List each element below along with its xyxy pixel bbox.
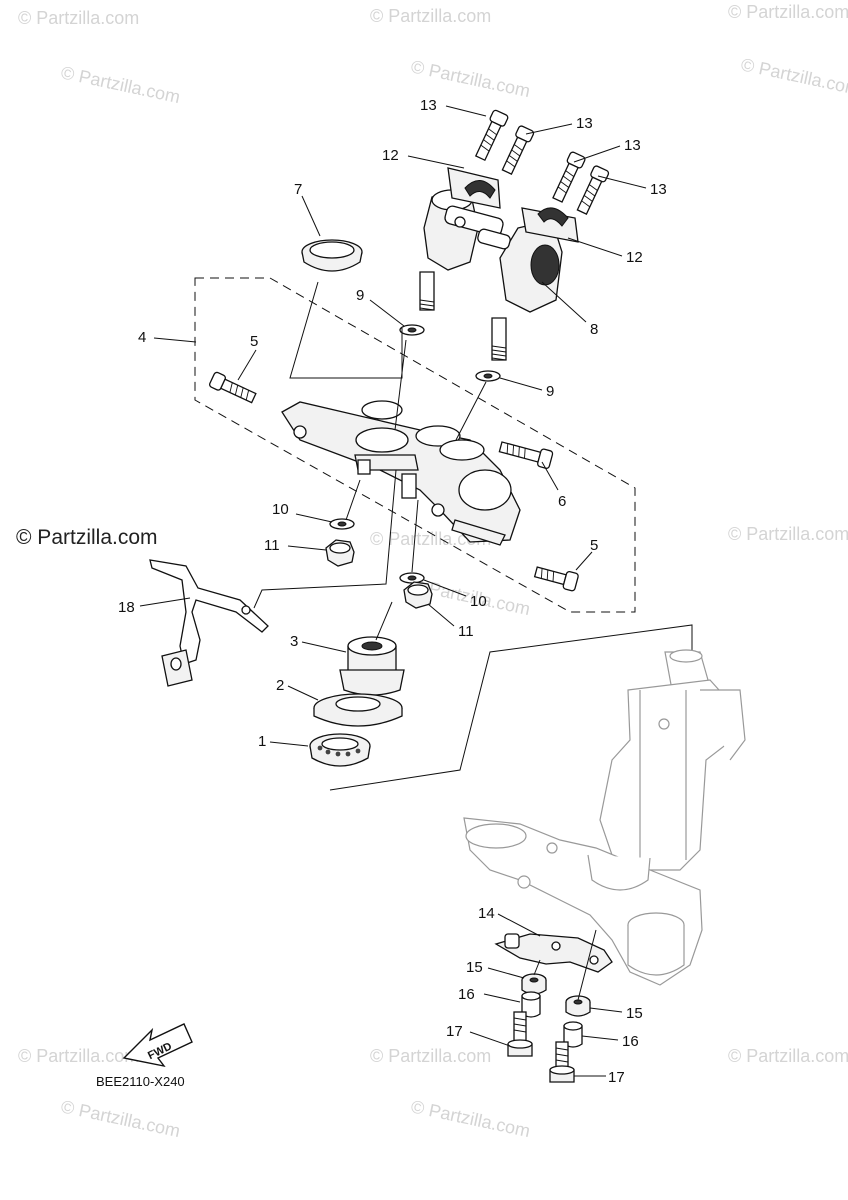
nut [325,539,355,567]
handlebar-holder-left [419,167,504,311]
assembly-line [345,479,361,521]
watermark: © Partzilla.com [370,529,491,549]
cap [301,239,363,272]
assembly-boundary [194,277,636,613]
upper-bracket [281,400,521,546]
watermark-main: © Partzilla.com [16,526,158,549]
callout: 4 [138,329,146,346]
washer-hole [337,521,347,527]
callout: 11 [264,537,280,554]
callout: 8 [590,321,598,338]
watermark: © Partzilla.com [728,2,848,22]
nut [403,581,433,609]
callout: 14 [478,905,495,922]
callout: 9 [546,383,554,400]
bolt [209,371,257,404]
assembly-line [253,469,397,609]
watermark: © Partzilla.com [728,1046,848,1066]
bolt [498,441,554,469]
callout: 3 [290,633,298,650]
collar [339,636,405,696]
watermark: © Partzilla.com [59,62,182,107]
callout: 16 [458,986,475,1003]
assembly-line [289,281,403,379]
assembly-line [533,959,541,976]
flange-bolt [507,1011,533,1057]
watermark: © Partzilla.com [409,56,532,101]
flange-bolt [549,1041,575,1083]
callout: 13 [576,115,593,132]
callout: 7 [294,181,302,198]
bearing [309,733,371,767]
assembly-line [329,624,693,791]
bolt [533,566,579,592]
watermark: © Partzilla.com [370,6,491,26]
callout: 2 [276,677,284,694]
callout: 6 [558,493,566,510]
washer-hole [407,575,417,581]
callout: 15 [466,959,483,976]
callout: 17 [608,1069,625,1086]
watermark: © Partzilla.com [409,1096,532,1141]
bearing-cover [313,693,403,727]
handlebar-holder-right [477,207,579,361]
callout: 17 [446,1023,463,1040]
assembly-line [577,929,597,1001]
callouts: 13 13 13 13 12 12 7 8 9 9 4 5 6 10 11 5 … [118,97,667,1086]
watermarks: © Partzilla.com © Partzilla.com © Partzi… [18,2,848,1141]
washer-hole [483,373,493,379]
washer-hole [407,327,417,333]
diagram-code: BEE2110-X240 [96,1074,185,1089]
callout: 15 [626,1005,643,1022]
callout: 1 [258,733,266,750]
callout: 13 [624,137,641,154]
fwd-arrow-icon: FWD [122,1023,193,1068]
assembly-line [394,339,407,431]
steering-stem-assembly [463,649,746,986]
callout: 18 [118,599,135,616]
watermark: © Partzilla.com [59,1096,182,1141]
assembly-line [455,381,487,441]
stem-bracket [494,933,613,973]
holder-bolts [474,109,610,215]
callout: 12 [626,249,643,266]
watermark: © Partzilla.com [728,524,848,544]
watermark: © Partzilla.com [18,8,139,28]
leader-lines [139,105,647,1077]
grommet [521,973,547,995]
assembly-line [375,601,393,641]
watermark: © Partzilla.com [18,1046,139,1066]
callout: 11 [458,623,474,640]
grommet [565,995,591,1017]
callout: 5 [250,333,258,350]
callout: 12 [382,147,399,164]
assembly-line [411,499,419,573]
watermark: © Partzilla.com [370,1046,491,1066]
callout: 13 [650,181,667,198]
callout: 9 [356,287,364,304]
callout: 10 [272,501,289,518]
watermark: © Partzilla.com [739,54,848,99]
callout: 13 [420,97,437,114]
bracket [149,559,269,687]
callout: 10 [470,593,487,610]
callout: 16 [622,1033,639,1050]
callout: 5 [590,537,598,554]
